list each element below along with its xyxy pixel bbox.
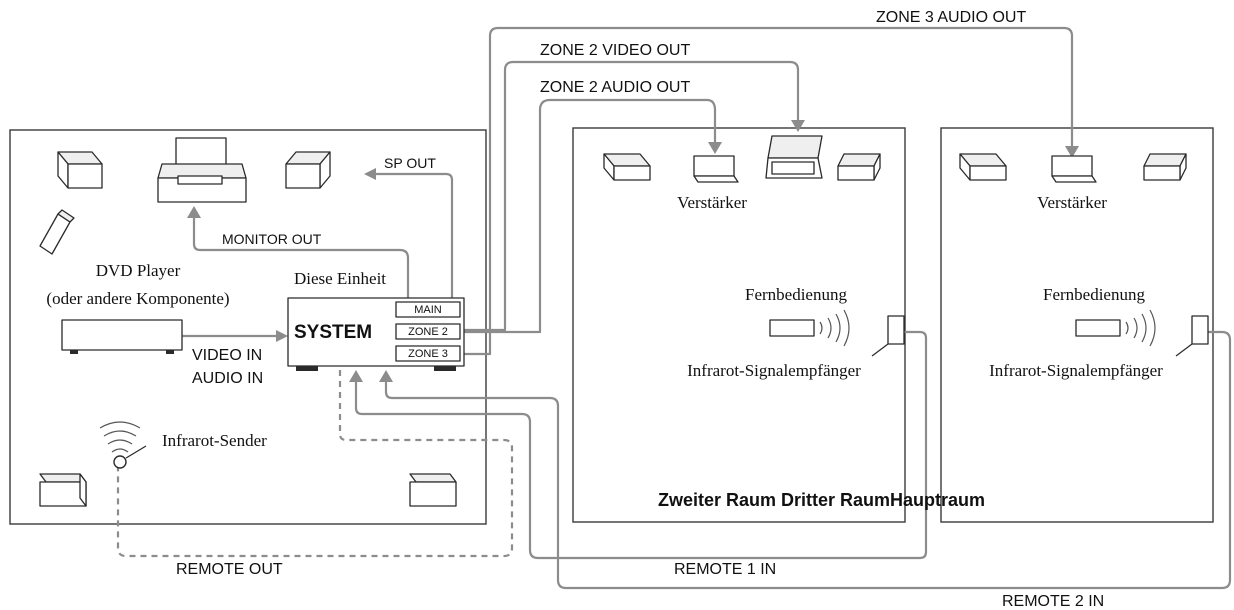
arrow-zone2-audio-out [708,142,722,154]
speaker-front-left [57,151,103,189]
speaker-front-right [285,151,331,189]
label-zone2-audio-out: ZONE 2 AUDIO OUT [540,79,690,96]
cable-zone2-video-out [460,60,800,332]
zone2-ir-receiver [871,315,905,357]
label-zone2-video-out: ZONE 2 VIDEO OUT [540,42,690,59]
label-zone2: ZONE 2 [408,326,448,338]
speaker-rear-right [409,473,457,507]
speaker-center-side [39,209,75,255]
zone2-speaker-right [837,153,881,181]
zone2-label-ir-receiver: Infrarot-Signalempfänger [687,361,861,380]
cable-monitor-out [192,216,410,298]
zone3-speaker-left [959,153,1007,181]
zone2-amplifier [693,155,739,183]
ir-sender-icon [99,421,147,469]
label-sp-out: SP OUT [384,155,436,171]
label-remote1-in: REMOTE 1 IN [674,561,776,578]
zone2-label-fernbedienung: Fernbedienung [745,285,847,304]
zone3-speaker-right [1143,153,1187,181]
dvd-player [61,319,183,354]
zone3-label-ir-receiver: Infrarot-Signalempfänger [989,361,1163,380]
label-audio-in: AUDIO IN [192,370,263,387]
label-main: MAIN [414,304,442,316]
zone2-tv [765,135,823,179]
cable-remote-out [116,370,514,558]
speaker-rear-left [39,473,87,507]
label-zone3: ZONE 3 [408,348,448,360]
label-dvd-player: DVD Player [96,261,181,280]
arrow-video-audio-in [276,330,288,342]
label-zone3-audio-out: ZONE 3 AUDIO OUT [876,9,1026,26]
cable-zone2-audio-out [460,98,717,334]
cable-remote1-in [354,330,928,560]
zone2-remote-control [769,309,850,347]
system-unit [287,297,465,371]
label-video-in: VIDEO IN [192,347,262,364]
arrow-remote2-in [379,370,393,382]
arrow-monitor-out [187,206,201,218]
arrow-zone2-video-out [791,120,805,132]
zone3-label-fernbedienung: Fernbedienung [1043,285,1145,304]
zone2-label-verstaerker: Verstärker [677,193,747,212]
cable-sp-out [372,172,454,298]
label-diese-einheit: Diese Einheit [294,269,386,288]
room-caption: Zweiter Raum Dritter RaumHauptraum [658,490,985,510]
label-monitor-out: MONITOR OUT [222,231,322,247]
zone3-amplifier [1051,155,1097,183]
arrow-sp-out [364,168,376,180]
zone2-speaker-left [603,153,651,181]
cable-zone3-audio-out [460,26,1074,356]
label-ir-sender: Infrarot-Sender [162,431,267,450]
label-remote2-in: REMOTE 2 IN [1002,593,1104,610]
label-remote-out: REMOTE OUT [176,561,283,578]
zone3-label-verstaerker: Verstärker [1037,193,1107,212]
arrow-remote1-in [349,370,363,382]
second-room [572,127,906,523]
cable-remote2-in [384,330,1232,590]
arrow-zone3-audio-out [1065,146,1079,158]
label-dvd-player-sub: (oder andere Komponente) [46,289,229,308]
tv-monitor [157,137,247,203]
zone3-ir-receiver [1175,315,1209,357]
label-system: SYSTEM [294,322,372,343]
zone3-remote-control [1075,309,1156,347]
